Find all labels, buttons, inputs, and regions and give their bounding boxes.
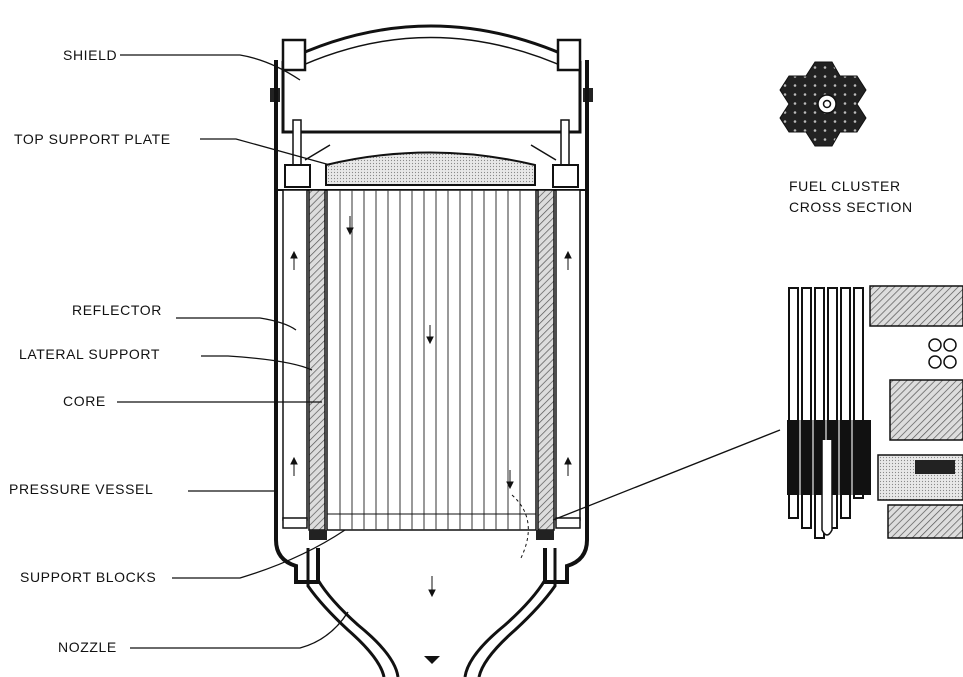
core	[326, 189, 537, 531]
flow-arrows	[290, 216, 572, 598]
fuel-cluster-cross-section	[779, 61, 867, 147]
top-support-plate	[284, 119, 579, 188]
leader-lines	[117, 54, 781, 649]
label-core: CORE	[63, 393, 106, 409]
label-pressure-vessel: PRESSURE VESSEL	[9, 481, 154, 497]
label-fuel-cluster-line1: FUEL CLUSTER	[789, 178, 901, 194]
reflector	[282, 189, 581, 529]
detail-inset	[786, 285, 963, 539]
nozzle	[306, 548, 557, 677]
label-support-blocks: SUPPORT BLOCKS	[20, 569, 157, 585]
lateral-support	[308, 189, 555, 531]
label-shield: SHIELD	[63, 47, 118, 63]
shield	[270, 24, 593, 134]
label-fuel-cluster-line2: CROSS SECTION	[789, 199, 913, 215]
label-top-support-plate: TOP SUPPORT PLATE	[14, 131, 171, 147]
support-blocks	[309, 494, 554, 561]
label-nozzle: NOZZLE	[58, 639, 117, 655]
label-reflector: REFLECTOR	[72, 302, 162, 318]
label-lateral-support: LATERAL SUPPORT	[19, 346, 161, 362]
